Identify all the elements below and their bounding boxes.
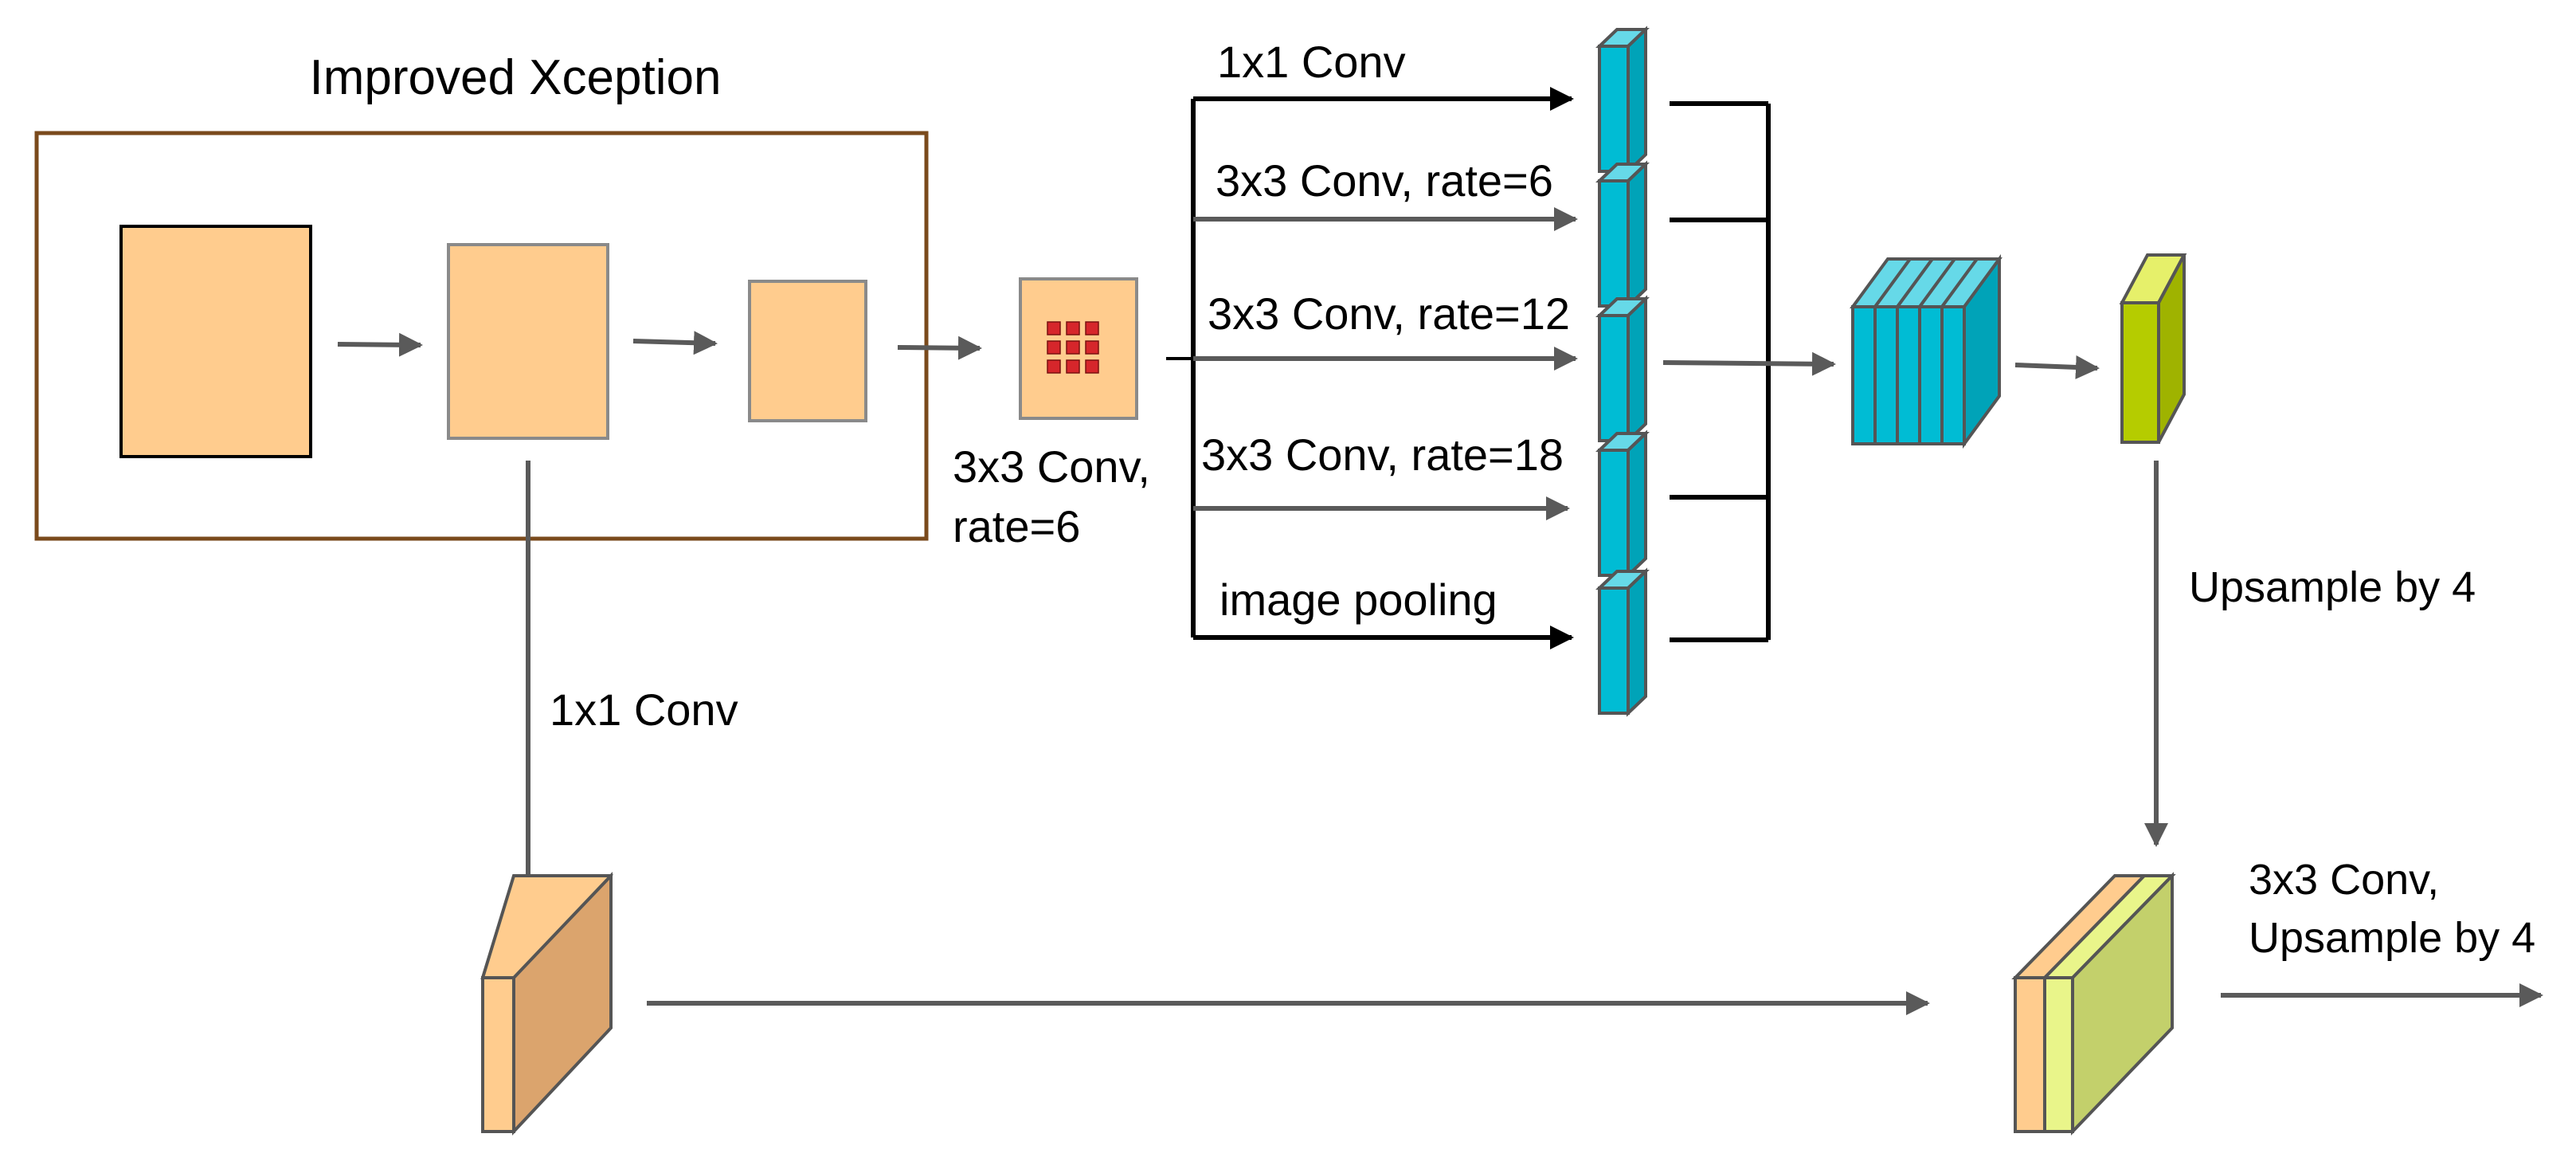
- kernel-cell: [1085, 359, 1099, 374]
- atrous-conv-label-line1: 3x3 Conv,: [953, 441, 1150, 492]
- feature-map-1: [119, 225, 312, 458]
- aspp-1x1-output: [2119, 253, 2187, 444]
- kernel-cell: [1047, 359, 1061, 374]
- encoder-box: [34, 131, 929, 541]
- aspp-concat-arrow: [1662, 351, 1836, 376]
- final-label-line1: 3x3 Conv,: [2249, 856, 2439, 904]
- feature-map-2: [447, 243, 609, 440]
- kernel-cell: [1047, 340, 1061, 355]
- kernel-cell: [1085, 340, 1099, 355]
- branch-label-1: 1x1 Conv: [1217, 37, 1406, 87]
- kernel-cell: [1066, 321, 1080, 335]
- branch-label-2: 3x3 Conv, rate=6: [1216, 155, 1553, 206]
- atrous-conv-block: [1019, 277, 1138, 420]
- arrow-3: [897, 335, 982, 360]
- branch-label-4: 3x3 Conv, rate=18: [1201, 430, 1564, 480]
- kernel-cell: [1047, 321, 1061, 335]
- atrous-kernel-grid: [1047, 321, 1099, 374]
- upsample-label: Upsample by 4: [2189, 563, 2476, 611]
- lowlevel-feature: [480, 872, 613, 1136]
- lowlevel-label: 1x1 Conv: [550, 684, 738, 735]
- encoder-title: Improved Xception: [310, 50, 722, 105]
- aspp-output-2: [1595, 160, 1650, 310]
- kernel-cell: [1066, 359, 1080, 374]
- aspp-output-1: [1595, 25, 1650, 175]
- aspp-merge-bracket: [1670, 101, 1771, 642]
- kernel-cell: [1085, 321, 1099, 335]
- aspp-output-4: [1595, 430, 1650, 579]
- final-label-line2: Upsample by 4: [2249, 914, 2535, 962]
- aspp-concat-stack: [1850, 253, 2002, 449]
- feature-map-3: [748, 280, 867, 422]
- stack-to-lime-arrow: [2014, 355, 2100, 379]
- aspp-output-5: [1595, 567, 1650, 717]
- branch-label-5: image pooling: [1219, 575, 1497, 625]
- branch-label-3: 3x3 Conv, rate=12: [1208, 288, 1570, 339]
- atrous-conv-label-line2: rate=6: [953, 501, 1080, 551]
- kernel-cell: [1066, 340, 1080, 355]
- arrow-2: [632, 331, 718, 355]
- arrow-1: [337, 332, 423, 357]
- aspp-output-3: [1595, 295, 1650, 445]
- decoder-concat: [2011, 872, 2176, 1136]
